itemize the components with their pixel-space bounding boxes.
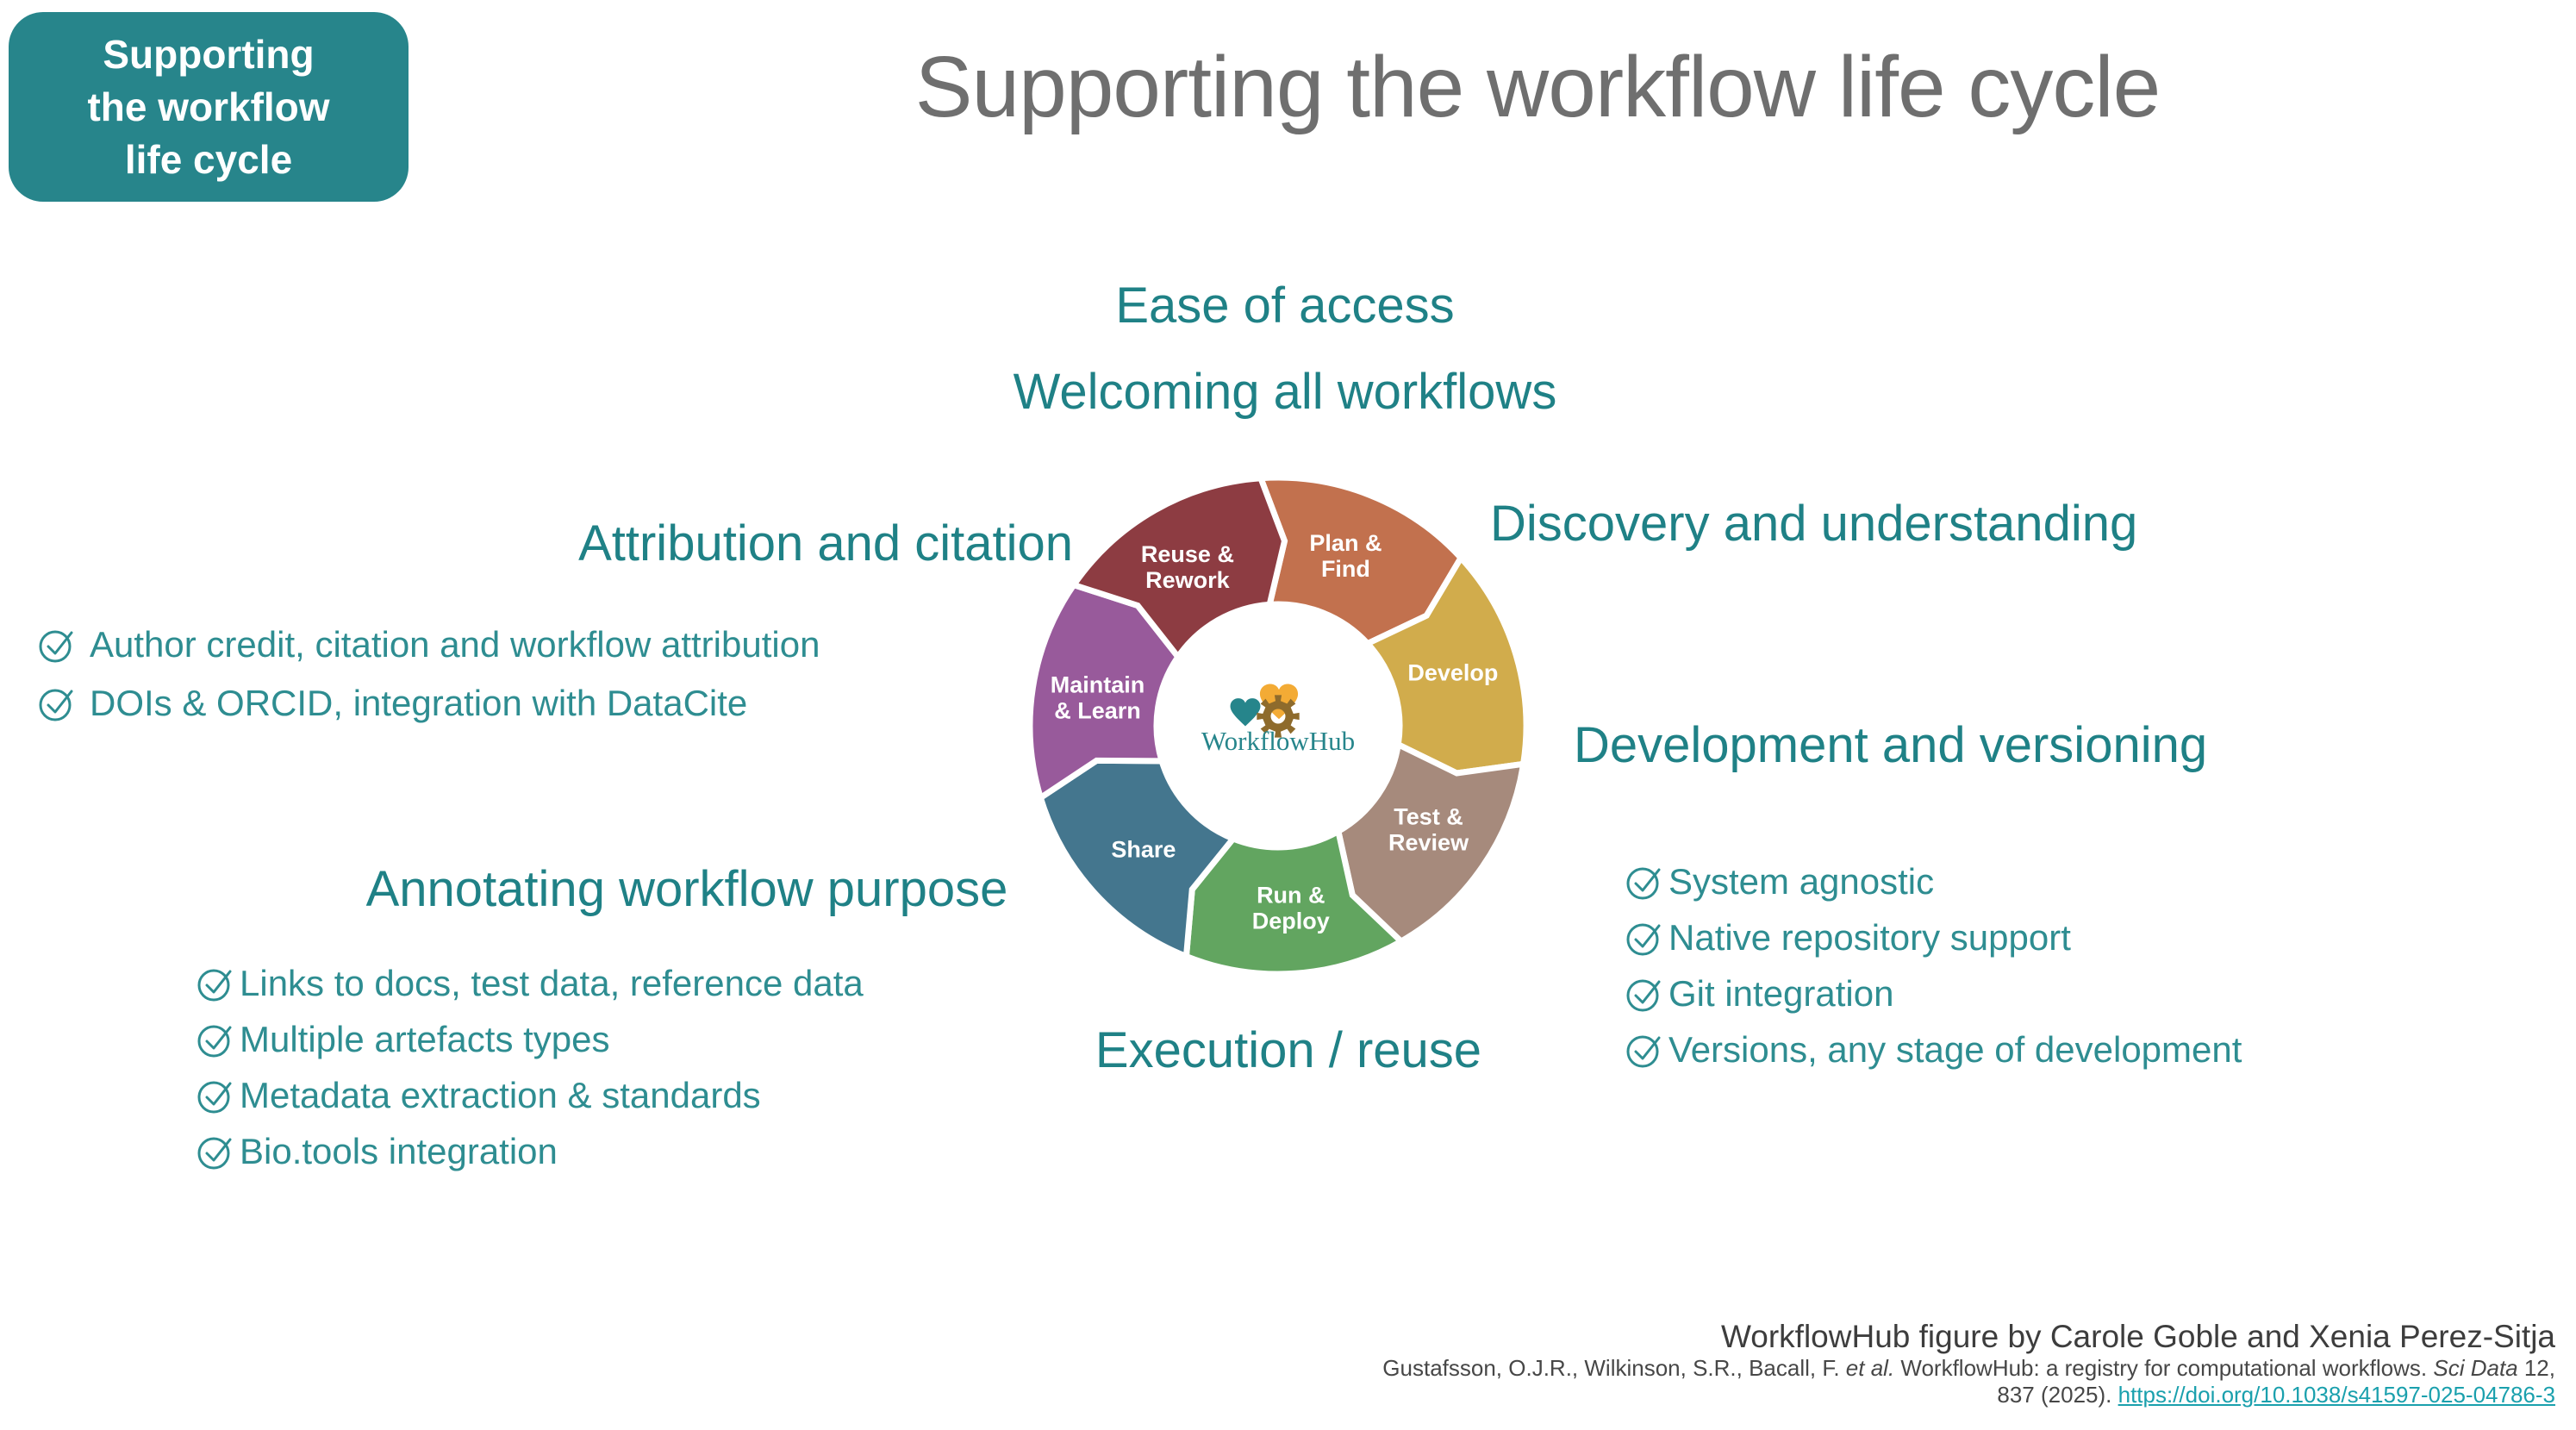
doi-link[interactable]: https://doi.org/10.1038/s41597-025-04786… [2118, 1382, 2555, 1408]
intro-ease-of-access: Ease of access [1115, 278, 1455, 334]
list-item: DOIs & ORCID, integration with DataCite [38, 681, 820, 726]
badge-line: the workflow [87, 84, 330, 129]
citation-block: WorkflowHub figure by Carole Goble and X… [1382, 1319, 2555, 1408]
list-item: Versions, any stage of development [1625, 1027, 2242, 1072]
logo-heart-teal-icon [1230, 698, 1261, 727]
wheel-segment-label-test-review: Test &Review [1388, 803, 1469, 855]
list-item-label: System agnostic [1668, 861, 1935, 902]
list-item-label: Versions, any stage of development [1668, 1029, 2242, 1070]
check-circle-icon [1626, 979, 1661, 1012]
check-circle-icon [197, 1081, 232, 1114]
badge-line: life cycle [124, 136, 293, 182]
logo-gear-icon [1257, 695, 1300, 738]
list-item: Metadata extraction & standards [196, 1073, 864, 1118]
list-item: System agnostic [1625, 859, 2242, 904]
check-circle-icon [1626, 1035, 1661, 1068]
check-circle-icon [1626, 867, 1661, 900]
check-circle-icon [1626, 923, 1661, 956]
list-item-label: Bio.tools integration [240, 1131, 558, 1171]
reference-line: 837 (2025). https://doi.org/10.1038/s415… [1997, 1382, 2555, 1408]
list-item: Links to docs, test data, reference data [196, 961, 864, 1006]
heading-execution: Execution / reuse [1095, 1022, 1482, 1078]
list-item-label: Multiple artefacts types [240, 1019, 610, 1059]
list-item-label: Metadata extraction & standards [240, 1075, 761, 1115]
list-item-label: Git integration [1668, 973, 1894, 1014]
list-item-label: Links to docs, test data, reference data [240, 963, 864, 1003]
figure-credit: WorkflowHub figure by Carole Goble and X… [1721, 1319, 2555, 1354]
page-title: Supporting the workflow life cycle [914, 39, 2161, 135]
list-item-label: Author credit, citation and workflow att… [90, 624, 820, 665]
list-item: Git integration [1625, 971, 2242, 1016]
reference-line: Gustafsson, O.J.R., Wilkinson, S.R., Bac… [1382, 1355, 2555, 1381]
check-circle-icon [39, 630, 73, 663]
heading-discovery: Discovery and understanding [1490, 496, 2138, 552]
check-circle-icon [39, 689, 73, 721]
slide-badge: Supporting the workflow life cycle [9, 12, 409, 202]
list-item: Native repository support [1625, 915, 2242, 960]
wheel-segment-label-share: Share [1111, 836, 1176, 862]
wheel-segment-label-plan-find: Plan &Find [1309, 530, 1382, 582]
check-circle-icon [197, 1025, 232, 1058]
list-item: Author credit, citation and workflow att… [38, 622, 820, 667]
workflowhub-logo: WorkflowHub [1201, 684, 1355, 756]
heading-development: Development and versioning [1574, 717, 2208, 773]
wheel-segment-reuse-rework [1069, 475, 1288, 662]
heading-annotating: Annotating workflow purpose [365, 861, 1008, 917]
check-circle-icon [197, 1137, 232, 1170]
wheel-segment-label-reuse-rework: Reuse &Rework [1141, 541, 1234, 593]
list-item: Multiple artefacts types [196, 1017, 864, 1062]
annotating-checklist: Links to docs, test data, reference data… [196, 961, 864, 1174]
list-item: Bio.tools integration [196, 1129, 864, 1174]
wheel-segment-label-run-deploy: Run &Deploy [1252, 882, 1330, 934]
logo-wordmark: WorkflowHub [1201, 726, 1355, 756]
check-circle-icon [197, 969, 232, 1002]
list-item-label: DOIs & ORCID, integration with DataCite [90, 683, 748, 723]
intro-welcoming-workflows: Welcoming all workflows [1013, 364, 1557, 420]
wheel-segment-label-develop: Develop [1407, 660, 1498, 686]
list-item-label: Native repository support [1668, 917, 2071, 958]
development-checklist: System agnostic Native repository suppor… [1625, 859, 2242, 1072]
wheel-segment-label-maintain-learn: Maintain& Learn [1051, 671, 1145, 723]
attribution-checklist: Author credit, citation and workflow att… [38, 622, 820, 726]
badge-line: Supporting [103, 31, 315, 77]
heading-attribution: Attribution and citation [578, 515, 1073, 571]
